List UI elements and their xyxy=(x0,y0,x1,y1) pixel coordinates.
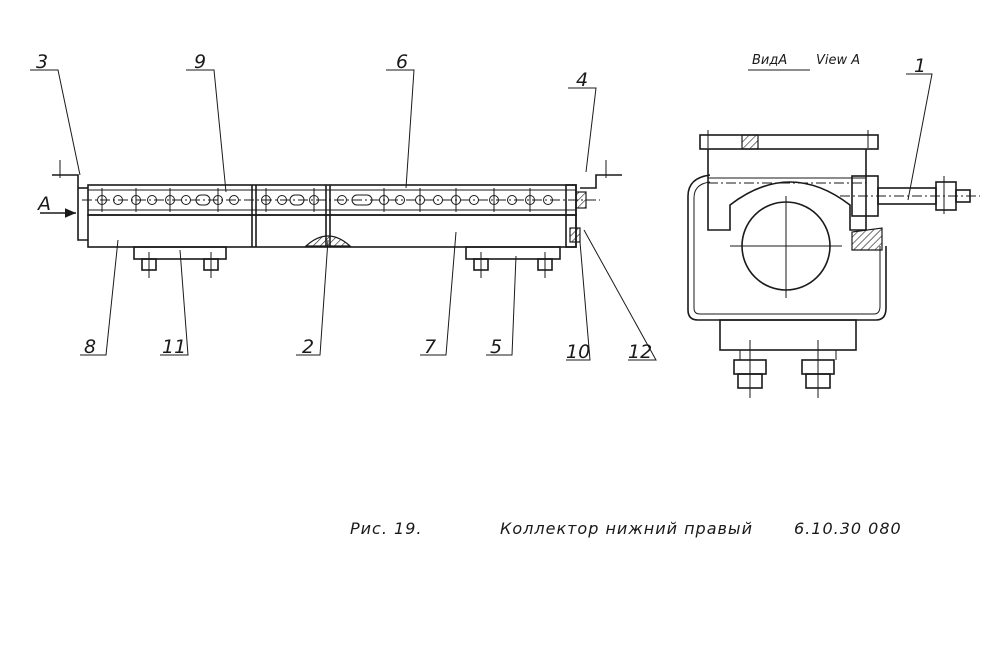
leader-lines xyxy=(30,69,933,361)
callout-4: 4 xyxy=(576,69,588,91)
callout-10: 10 xyxy=(566,341,590,363)
collector-elevation xyxy=(40,160,622,278)
callout-9: 9 xyxy=(194,51,206,73)
callout-8: 8 xyxy=(84,336,96,358)
view-title-ru: ВидА xyxy=(752,53,787,68)
callout-3: 3 xyxy=(36,51,48,73)
callout-1: 1 xyxy=(914,55,926,77)
callout-11: 11 xyxy=(162,336,186,358)
callout-12: 12 xyxy=(628,341,652,363)
hole-center-ticks xyxy=(101,188,531,212)
view-title-en: View A xyxy=(816,53,860,68)
callout-7: 7 xyxy=(424,336,436,358)
view-a-section xyxy=(687,130,980,398)
figure-number: Рис. 19. xyxy=(350,519,422,538)
callout-2: 2 xyxy=(302,336,314,358)
callout-5: 5 xyxy=(490,336,502,358)
callout-6: 6 xyxy=(396,51,408,73)
figure-title: Коллектор нижний правый xyxy=(500,519,753,538)
drawing-code: 6.10.30 080 xyxy=(794,519,902,538)
view-arrow-label: A xyxy=(36,193,51,215)
